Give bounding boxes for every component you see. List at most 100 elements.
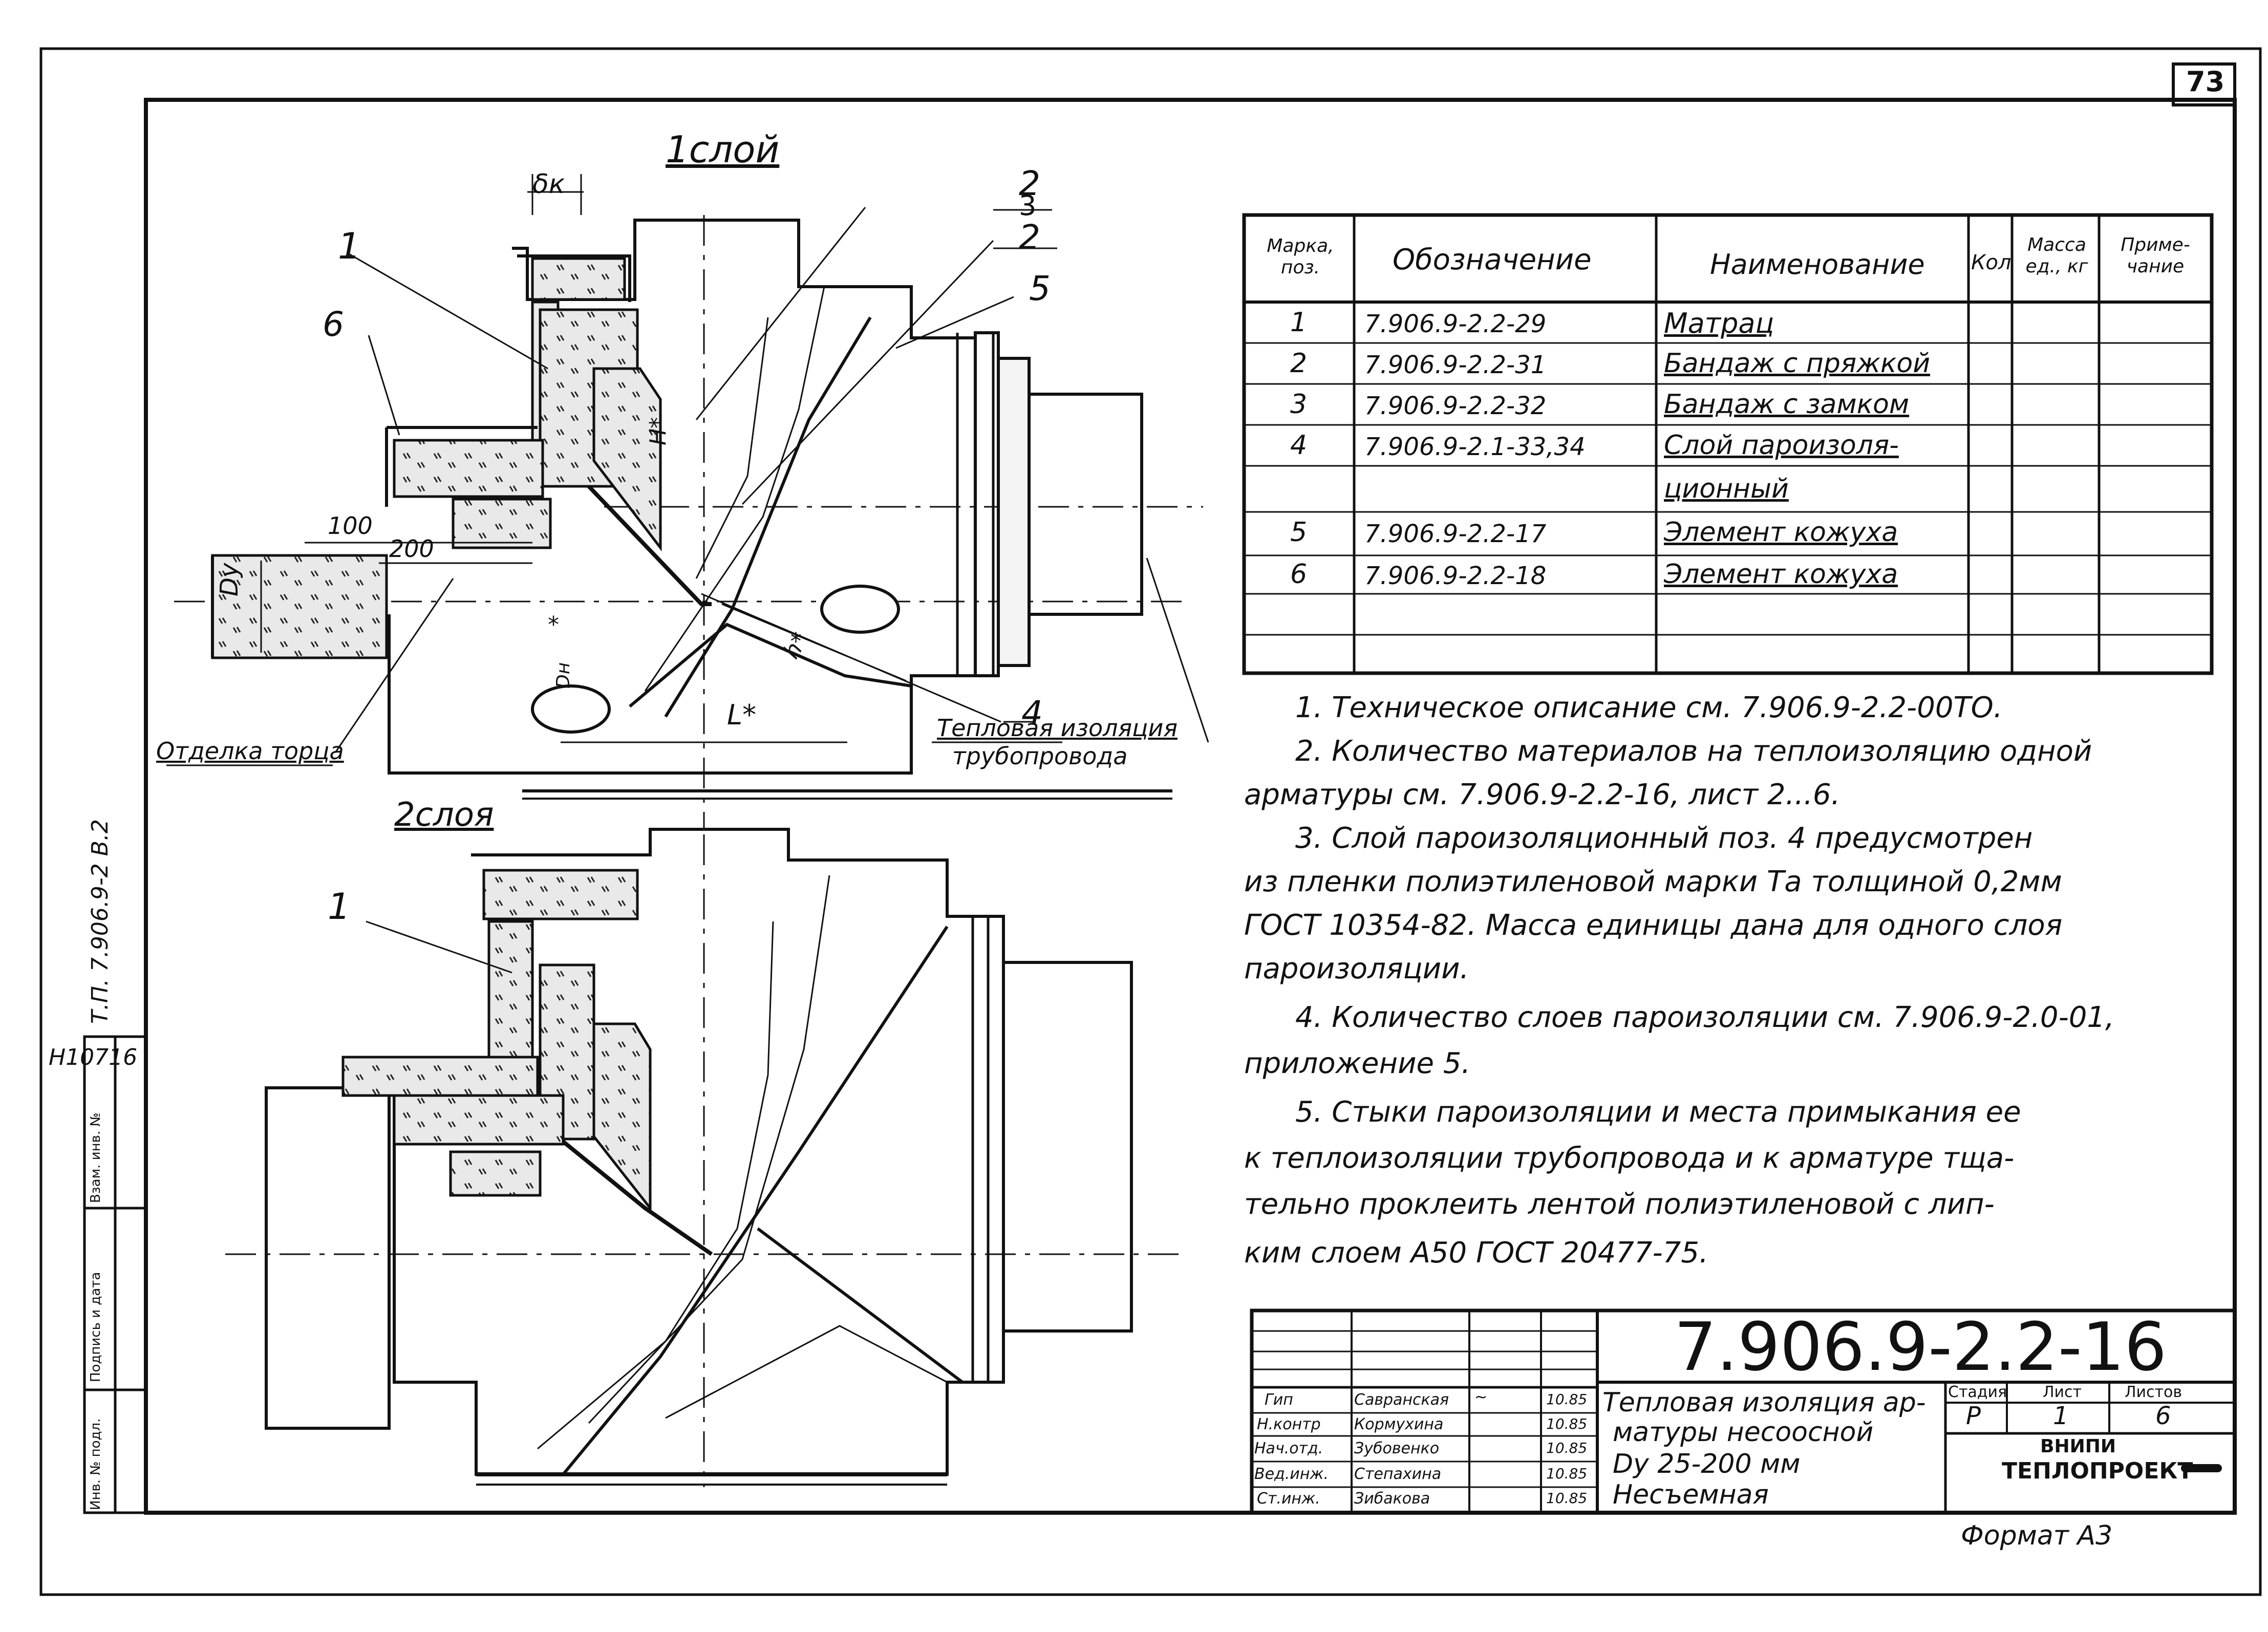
note-line: 5. Стыки пароизоляции и места примыкания… xyxy=(1295,1096,2021,1129)
sign-date-label: Подпись и дата xyxy=(88,1272,103,1382)
view1-title: 1слой xyxy=(666,128,780,171)
callout-1: 1 xyxy=(338,225,361,267)
title-line: Тепловая изоляция ар- xyxy=(1602,1387,1926,1418)
dim-100: 100 xyxy=(328,512,373,540)
dim-star-marker: * xyxy=(548,612,559,638)
sheet-frame xyxy=(39,47,2262,1596)
dim-h-star: H* xyxy=(645,417,671,445)
org-name-line1: ВНИПИ xyxy=(2040,1436,2116,1457)
callout-4: 4 xyxy=(1021,694,1043,733)
staff-name: Зибакова xyxy=(1354,1490,1430,1508)
dim-200: 200 xyxy=(389,535,434,563)
row-name: Элемент кожуха xyxy=(1664,517,1898,548)
col-header-mass: Масса ед., кг xyxy=(2025,234,2088,277)
staff-date: 10.85 xyxy=(1546,1391,1588,1408)
note-line: 2. Количество материалов на теплоизоляци… xyxy=(1295,735,2092,768)
stage-label: Стадия xyxy=(1948,1383,2007,1401)
note-line: арматуры см. 7.906.9-2.2-16, лист 2...6. xyxy=(1244,778,1841,811)
staff-name: Кормухина xyxy=(1354,1415,1444,1433)
stage-value: Р xyxy=(1966,1402,1981,1430)
staff-signature: ~ xyxy=(1474,1388,1488,1406)
sheet-number: 73 xyxy=(2186,66,2225,98)
note-line: пароизоляции. xyxy=(1244,952,1469,985)
row-mark: 2 xyxy=(1290,348,1308,379)
view-layer-1 xyxy=(166,174,1209,829)
row-designation: 7.906.9-2.2-32 xyxy=(1364,392,1547,420)
note-line: к теплоизоляции трубопровода и к арматур… xyxy=(1244,1142,2015,1175)
view-layer-2 xyxy=(225,828,1183,1487)
archive-number: Н10716 xyxy=(49,1044,138,1070)
view2-title: 2слоя xyxy=(394,796,494,834)
col-header-designation: Обозначение xyxy=(1393,243,1592,276)
staff-role: Ст.инж. xyxy=(1257,1490,1320,1508)
staff-name: Савранская xyxy=(1354,1391,1449,1409)
dim-dn: Dн xyxy=(553,662,574,689)
note-line: 3. Слой пароизоляционный поз. 4 предусмо… xyxy=(1295,822,2033,855)
callout-6: 6 xyxy=(323,305,344,344)
callout-5: 5 xyxy=(1029,269,1051,308)
staff-date: 10.85 xyxy=(1546,1465,1588,1482)
row-mark: 4 xyxy=(1290,430,1308,461)
document-code: 7.906.9-2.2-16 xyxy=(1674,1308,2167,1386)
org-name-line2: ТЕПЛОПРОЕКТ xyxy=(2002,1458,2193,1484)
col-header-name: Наименование xyxy=(1710,248,1925,281)
title-line: матуры несоосной xyxy=(1613,1417,1874,1448)
staff-role: Гип xyxy=(1265,1391,1293,1409)
staff-role: Вед.инж. xyxy=(1254,1465,1329,1483)
row-name: Элемент кожуха xyxy=(1664,559,1898,590)
row-mark: 5 xyxy=(1290,517,1308,548)
title-line: Dy 25-200 мм xyxy=(1613,1449,1801,1479)
dim-dk: δк xyxy=(532,169,565,200)
row-name: Бандаж с пряжкой xyxy=(1664,348,1930,379)
staff-role: Н.контр xyxy=(1257,1415,1321,1433)
left-margin-strip xyxy=(83,1035,147,1514)
note-line: 4. Количество слоев пароизоляции см. 7.9… xyxy=(1295,1001,2114,1034)
note-line: ким слоем А50 ГОСТ 20477-75. xyxy=(1244,1236,1708,1270)
sheet-label: Лист xyxy=(2043,1383,2082,1401)
row-mark: 6 xyxy=(1290,559,1308,590)
callout-3: 3 xyxy=(1019,189,1037,222)
row-name: Матрац xyxy=(1664,307,1774,339)
callout-2b: 2 xyxy=(1019,218,1040,257)
staff-date: 10.85 xyxy=(1546,1490,1588,1507)
paper-format: Формат А3 xyxy=(1961,1520,2113,1551)
row-mark: 1 xyxy=(1290,307,1308,338)
row-designation: 7.906.9-2.2-17 xyxy=(1364,520,1547,548)
row-name: Бандаж с замком xyxy=(1664,389,1910,420)
title-block-grid xyxy=(1250,1308,2237,1515)
note-line: 1. Техническое описание см. 7.906.9-2.2-… xyxy=(1295,691,2003,724)
note-line: ГОСТ 10354-82. Масса единицы дана для од… xyxy=(1244,909,2063,942)
row-name: Слой пароизоля- xyxy=(1664,430,1899,461)
row-designation: 7.906.9-2.1-33,34 xyxy=(1364,433,1586,461)
row-designation: 7.906.9-2.2-29 xyxy=(1364,310,1547,338)
staff-name: Степахина xyxy=(1354,1465,1442,1483)
series-label: Т.П. 7.906.9-2 В.2 xyxy=(87,819,113,1024)
staff-role: Нач.отд. xyxy=(1254,1440,1323,1457)
inv-no-label: Инв. № подл. xyxy=(88,1418,103,1510)
replace-inv-label: Взам. инв. № xyxy=(88,1112,103,1203)
title-line: Несъемная xyxy=(1613,1479,1769,1510)
row-designation: 7.906.9-2.2-31 xyxy=(1364,351,1547,379)
dim-l-star: L* xyxy=(727,699,757,731)
row-designation: 7.906.9-2.2-18 xyxy=(1364,562,1547,590)
callout-1-view2: 1 xyxy=(328,886,351,928)
col-header-qty: Кол xyxy=(1971,251,2012,274)
staff-date: 10.85 xyxy=(1546,1440,1588,1456)
callout-2a: 2 xyxy=(1019,164,1040,203)
col-header-mark: Марка, поз. xyxy=(1267,235,1334,278)
staff-name: Зубовенко xyxy=(1354,1440,1440,1457)
label-pipe-insulation-1: Тепловая изоляция xyxy=(937,714,1178,742)
col-header-note: Приме- чание xyxy=(2121,234,2190,277)
label-pipe-insulation-2: трубопровода xyxy=(952,742,1128,770)
dim-du: Dy xyxy=(215,563,244,596)
row-mark: 3 xyxy=(1290,389,1308,420)
label-end-finish: Отделка торца xyxy=(156,737,344,765)
sheets-value: 6 xyxy=(2155,1402,2171,1430)
staff-date: 10.85 xyxy=(1546,1415,1588,1432)
note-line: из пленки полиэтиленовой марки Та толщин… xyxy=(1244,865,2062,898)
row-name: ционный xyxy=(1664,474,1789,504)
spec-table-grid xyxy=(1242,213,2214,675)
note-line: тельно проклеить лентой полиэтиленовой с… xyxy=(1244,1188,1995,1221)
